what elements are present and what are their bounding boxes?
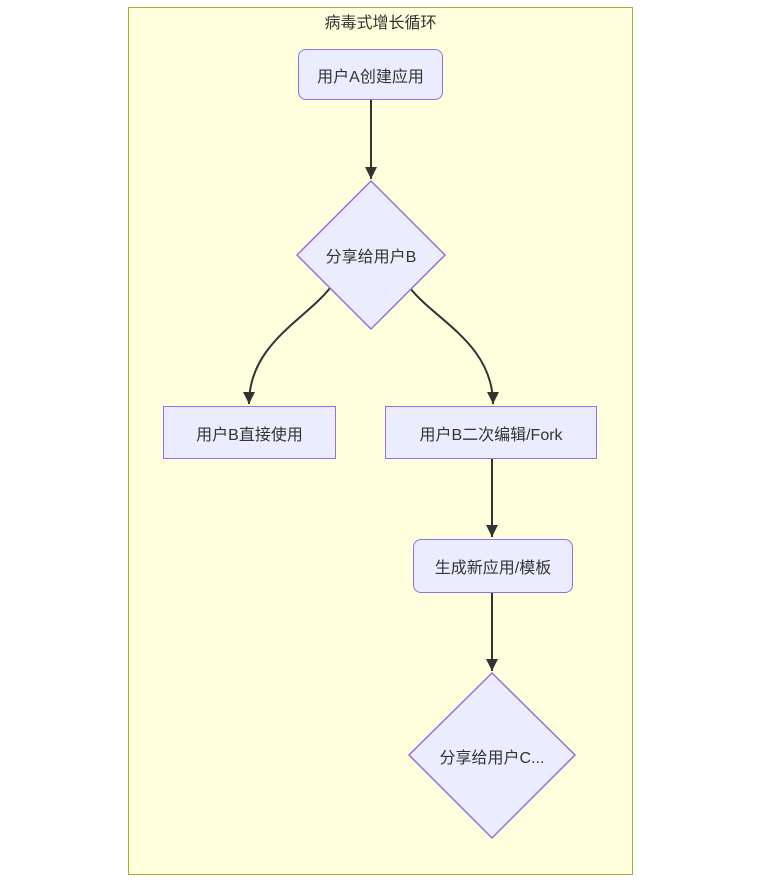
edge-b-to-d: [409, 287, 499, 405]
node-share-user-c-shape: [407, 671, 577, 840]
node-user-a-create-app: 用户A创建应用: [298, 49, 443, 100]
node-generate-new-app-template: 生成新应用/模板: [413, 539, 573, 593]
node-share-user-b: 分享给用户B: [297, 181, 445, 329]
node-label: 分享给用户B: [325, 249, 417, 266]
node-label: 分享给用户C...: [439, 749, 545, 767]
subgraph-title: 病毒式增长循环: [324, 15, 437, 32]
edge-b-to-c: [243, 287, 331, 405]
subgraph-viral-growth-loop: 病毒式增长循环 用户A创建应用 分: [128, 7, 633, 875]
node-label: 用户B二次编辑/Fork: [419, 426, 563, 444]
node-share-user-c: 分享给用户C...: [409, 673, 575, 838]
node-label: 生成新应用/模板: [434, 560, 552, 577]
node-user-b-edit-fork: 用户B二次编辑/Fork: [385, 406, 597, 459]
node-label: 用户A创建应用: [317, 68, 424, 86]
node-share-user-b-shape: [295, 179, 447, 331]
node-label: 用户B直接使用: [196, 426, 303, 444]
node-user-b-direct-use: 用户B直接使用: [163, 406, 336, 459]
